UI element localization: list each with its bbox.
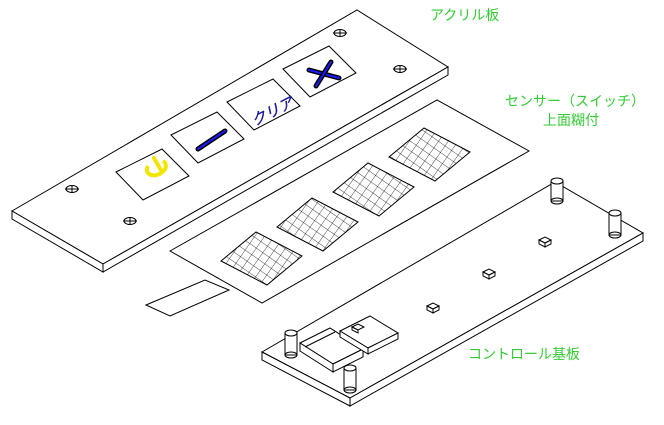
led — [537, 236, 553, 248]
sensor-label-line1: センサー（スイッチ） — [505, 94, 645, 110]
flex-cable — [144, 279, 231, 317]
led — [425, 302, 441, 314]
power-icon — [144, 156, 168, 178]
mounting-hole-icon — [65, 185, 79, 193]
standoff — [608, 209, 622, 239]
led — [481, 268, 497, 280]
clear-button[interactable] — [226, 78, 301, 131]
module-chip — [338, 315, 400, 355]
minus-button[interactable] — [170, 111, 245, 164]
cross-hatch-mesh — [388, 127, 471, 182]
control-board — [260, 177, 645, 407]
cross-hatch-mesh — [332, 162, 415, 217]
mounting-hole-icon — [393, 65, 407, 73]
standoff — [284, 329, 298, 359]
standoff — [550, 177, 564, 205]
plus-icon — [306, 59, 342, 89]
sensor-sheet — [144, 99, 531, 317]
mounting-hole-icon — [123, 217, 137, 225]
cross-hatch-mesh — [220, 231, 303, 286]
connector — [298, 327, 365, 373]
standoff — [343, 364, 357, 394]
minus-icon — [195, 128, 228, 152]
sensor-label-line2: 上面糊付 — [543, 113, 599, 129]
acrylic-plate-label: アクリル板 — [430, 8, 499, 24]
control-board-label: コントロール基板 — [468, 346, 580, 363]
mounting-hole-icon — [333, 29, 347, 37]
acrylic-plate: クリア — [11, 9, 449, 273]
cross-hatch-mesh — [276, 197, 359, 252]
